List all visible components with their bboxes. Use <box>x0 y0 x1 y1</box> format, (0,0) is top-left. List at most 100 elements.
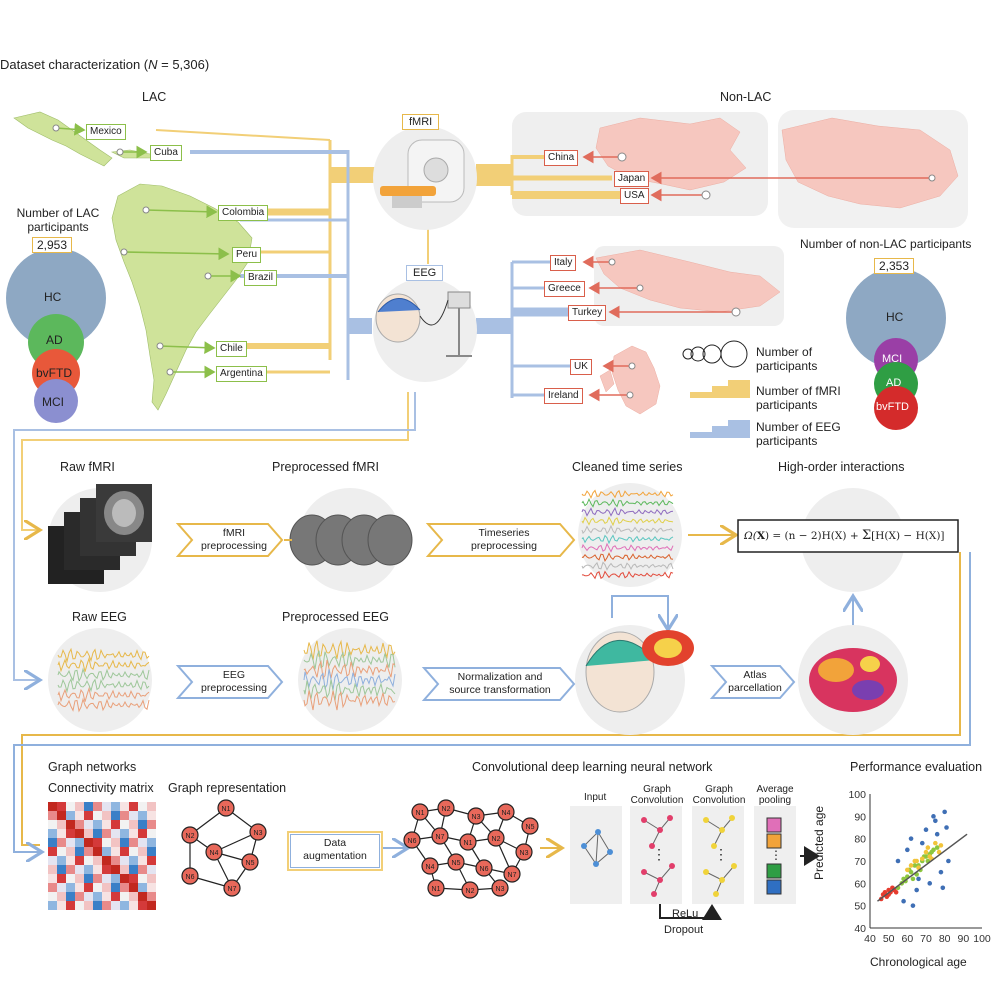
graph-node <box>437 799 455 817</box>
matrix-cell <box>102 901 111 910</box>
matrix-cell <box>111 874 120 883</box>
matrix-cell <box>48 856 57 865</box>
country-usa: USA <box>620 188 649 204</box>
cnn-label: Convolutional deep learning neural netwo… <box>472 760 713 774</box>
graph-node-label: N2 <box>466 888 475 895</box>
graph-node <box>223 879 241 897</box>
graph-node-label: N4 <box>502 810 511 817</box>
dropout-label: Dropout <box>664 924 704 936</box>
nonlac-bvftd-label: bvFTD <box>876 401 909 413</box>
country-greece: Greece <box>544 281 585 297</box>
matrix-cell <box>84 874 93 883</box>
matrix-cell <box>129 838 138 847</box>
graph-node-label: N4 <box>426 864 435 871</box>
scatter-point <box>938 869 944 875</box>
matrix-cell <box>120 901 129 910</box>
fmri-scanner-icon <box>380 139 465 208</box>
matrix-cell <box>57 829 66 838</box>
scatter-point <box>908 836 914 841</box>
x-tick-label: 40 <box>864 933 876 945</box>
graph-networks-label: Graph networks <box>48 760 137 774</box>
country-brazil: Brazil <box>244 270 278 286</box>
scatter-point <box>895 858 901 864</box>
lac-label: LAC <box>142 90 167 104</box>
matrix-cell <box>93 865 102 874</box>
matrix-cell <box>138 829 147 838</box>
matrix-cell <box>93 856 102 865</box>
graph-node <box>503 865 521 883</box>
eeg-raw-trace <box>57 656 150 673</box>
x-tick-label: 50 <box>883 933 895 945</box>
raw-eeg-signals <box>57 647 150 713</box>
matrix-cell <box>93 901 102 910</box>
graph-node-label: N7 <box>228 886 237 893</box>
matrix-cell <box>147 892 156 901</box>
graph-node-label: N1 <box>222 806 231 813</box>
country-ireland: Ireland <box>544 388 583 404</box>
matrix-cell <box>120 838 129 847</box>
matrix-cell <box>147 838 156 847</box>
pipeline-chevrons <box>175 523 796 701</box>
matrix-cell <box>147 883 156 892</box>
scatter-point <box>910 903 916 908</box>
raw-fmri-stack <box>48 484 152 584</box>
graph-node-label: N4 <box>210 850 219 857</box>
matrix-cell <box>93 811 102 820</box>
matrix-cell <box>129 874 138 883</box>
y-tick-label: 60 <box>854 878 866 890</box>
matrix-cell <box>111 856 120 865</box>
x-tick-label: 90 <box>957 933 969 945</box>
matrix-cell <box>147 874 156 883</box>
y-tick-label: 80 <box>854 834 866 846</box>
matrix-cell <box>66 901 75 910</box>
scatter-point <box>940 885 946 891</box>
figure-title: Dataset characterization (N = 5,306) <box>0 57 210 72</box>
matrix-cell <box>120 856 129 865</box>
matrix-cell <box>120 811 129 820</box>
time-series-trace <box>581 507 674 517</box>
scatter-point <box>938 843 944 848</box>
scatter-point <box>901 898 906 904</box>
matrix-cell <box>120 883 129 892</box>
matrix-cell <box>93 829 102 838</box>
matrix-cell <box>66 883 75 892</box>
graph-node <box>181 826 199 844</box>
matrix-cell <box>75 847 84 856</box>
matrix-cell <box>138 901 147 910</box>
cnn-dots-1: ⋮ <box>652 846 666 862</box>
y-tick-label: 70 <box>854 856 866 868</box>
time-series-trace <box>581 534 674 545</box>
matrix-cell <box>57 865 66 874</box>
lac-country-arrows <box>55 122 242 379</box>
eeg-raw-trace <box>57 677 150 694</box>
matrix-cell <box>147 802 156 811</box>
matrix-cell <box>129 901 138 910</box>
matrix-cell <box>111 838 120 847</box>
scatter-point <box>942 809 947 815</box>
matrix-cell <box>129 892 138 901</box>
scatter-point <box>933 840 938 846</box>
scatter-point <box>934 845 940 850</box>
lac-total: 2,953 <box>32 237 73 253</box>
graph-node-label: N5 <box>246 860 255 867</box>
trend-line <box>877 833 968 902</box>
matrix-cell <box>48 901 57 910</box>
hoi-label: High-order interactions <box>778 460 905 474</box>
matrix-cell <box>129 865 138 874</box>
graph-node-label: N5 <box>526 824 535 831</box>
matrix-cell <box>75 802 84 811</box>
eeg-preprocessed-trace <box>303 690 396 711</box>
lac-participant-bubbles <box>6 248 106 423</box>
graph-node-label: N2 <box>186 833 195 840</box>
matrix-cell <box>66 874 75 883</box>
graph-node <box>427 879 445 897</box>
country-turkey: Turkey <box>568 305 607 321</box>
scatter-point <box>934 831 940 837</box>
eeg-raw-trace <box>57 697 150 713</box>
matrix-cell <box>102 802 111 811</box>
